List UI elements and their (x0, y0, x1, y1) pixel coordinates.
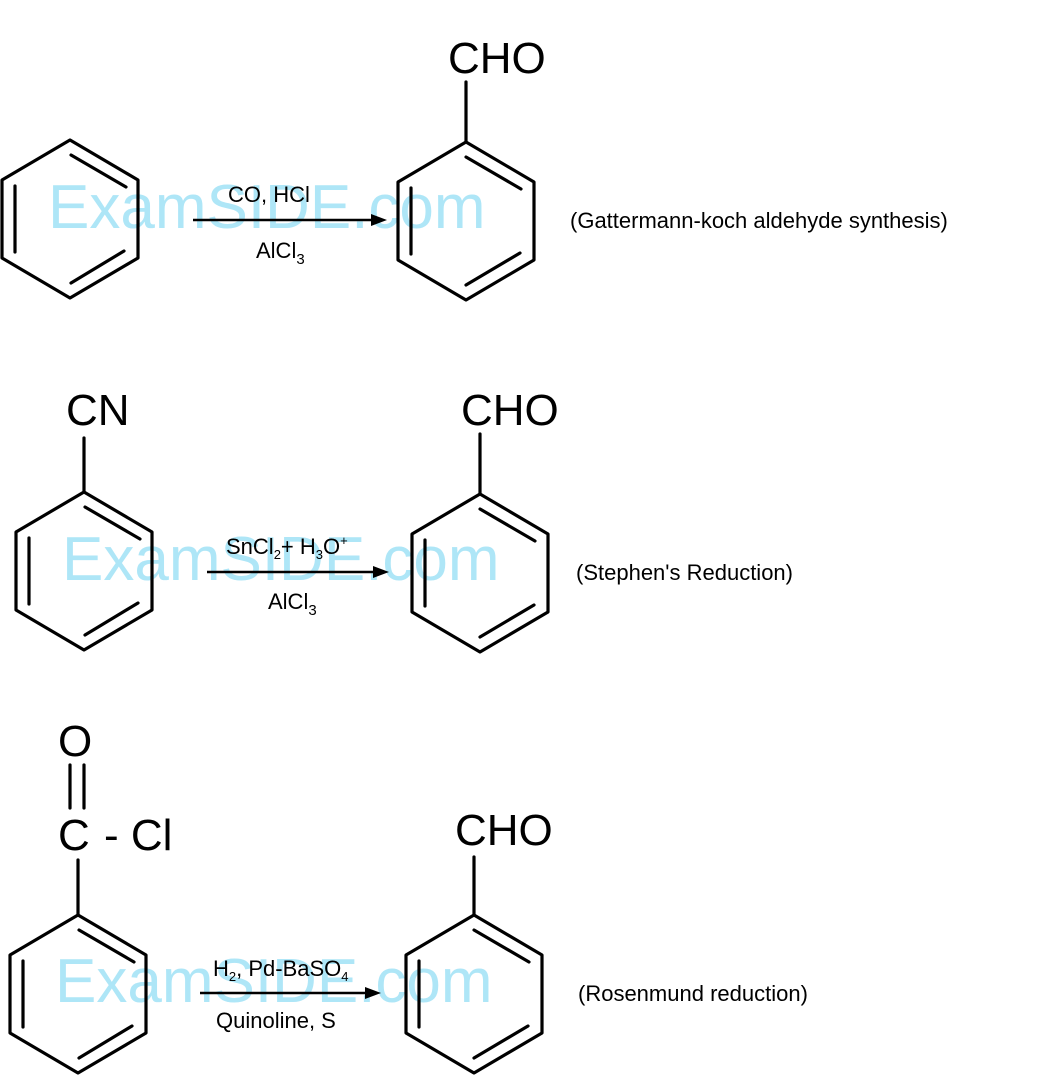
reactant-oxygen-3: O (58, 717, 92, 766)
reagent-bottom-1: AlCl3 (256, 238, 305, 268)
product-group-2: CHO (461, 386, 559, 435)
reaction-name-2: (Stephen's Reduction) (576, 560, 793, 585)
benzaldehyde-product-3 (404, 855, 544, 1075)
reagent-top-1: CO, HCl (228, 182, 310, 207)
reagent-bottom-3: Quinoline, S (216, 1008, 336, 1033)
reactant-carbon-3: C (58, 811, 90, 860)
benzonitrile-reactant (14, 436, 154, 652)
carbonyl-double-bond (68, 763, 86, 810)
reagent-top-3: H2, Pd-BaSO4 (213, 956, 349, 984)
reagent-bottom-2: AlCl3 (268, 589, 317, 619)
reaction-3: O C - Cl H2, Pd-BaSO4 Quinoline, S CHO (8, 717, 808, 1075)
product-group-3: CHO (455, 806, 553, 855)
reaction-name-3: (Rosenmund reduction) (578, 981, 808, 1006)
benzaldehyde-product-2 (410, 432, 550, 654)
reaction-arrow-3 (200, 987, 381, 999)
benzene-ring-reactant-1 (0, 138, 140, 300)
benzaldehyde-product-1 (396, 80, 536, 302)
reactant-substituent-3: - Cl (104, 811, 172, 860)
reaction-name-1: (Gattermann-koch aldehyde synthesis) (570, 208, 948, 233)
reaction-arrow-2 (207, 566, 389, 578)
reagent-top-2: SnCl2+ H3O+ (226, 533, 348, 562)
reactant-group-2: CN (66, 386, 130, 435)
reaction-1: CO, HCl AlCl3 CHO (Gattermann-koch aldeh… (0, 34, 948, 302)
reaction-arrow-1 (193, 214, 387, 226)
product-group-1: CHO (448, 34, 546, 83)
reaction-2: CN SnCl2+ H3O+ AlCl3 CHO (Stephen's Redu… (14, 386, 793, 654)
benzoyl-chloride-ring (8, 858, 148, 1075)
